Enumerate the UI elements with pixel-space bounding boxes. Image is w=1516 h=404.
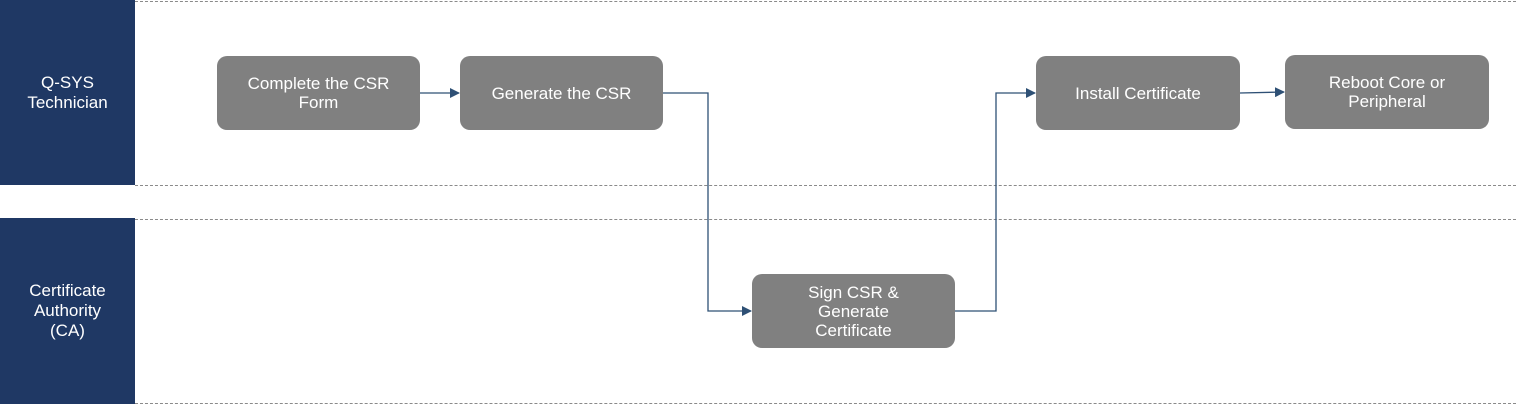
arrow-install-to-reboot	[1239, 87, 1285, 98]
arrow-generate-to-sign	[663, 92, 752, 316]
step-install-certificate: Install Certificate	[1036, 56, 1240, 130]
lane-header-technician: Q-SYS Technician	[0, 0, 135, 185]
arrow-sign-to-install	[955, 88, 1036, 312]
lane-divider	[135, 219, 1516, 220]
step-sign-csr-generate-certificate: Sign CSR & Generate Certificate	[752, 274, 955, 348]
lane-divider	[135, 185, 1516, 186]
step-reboot-core-or-peripheral: Reboot Core or Peripheral	[1285, 55, 1489, 129]
lane-divider	[135, 1, 1516, 2]
step-generate-csr: Generate the CSR	[460, 56, 663, 130]
step-complete-csr-form: Complete the CSR Form	[217, 56, 420, 130]
lane-header-certificate-authority: Certificate Authority (CA)	[0, 218, 135, 404]
